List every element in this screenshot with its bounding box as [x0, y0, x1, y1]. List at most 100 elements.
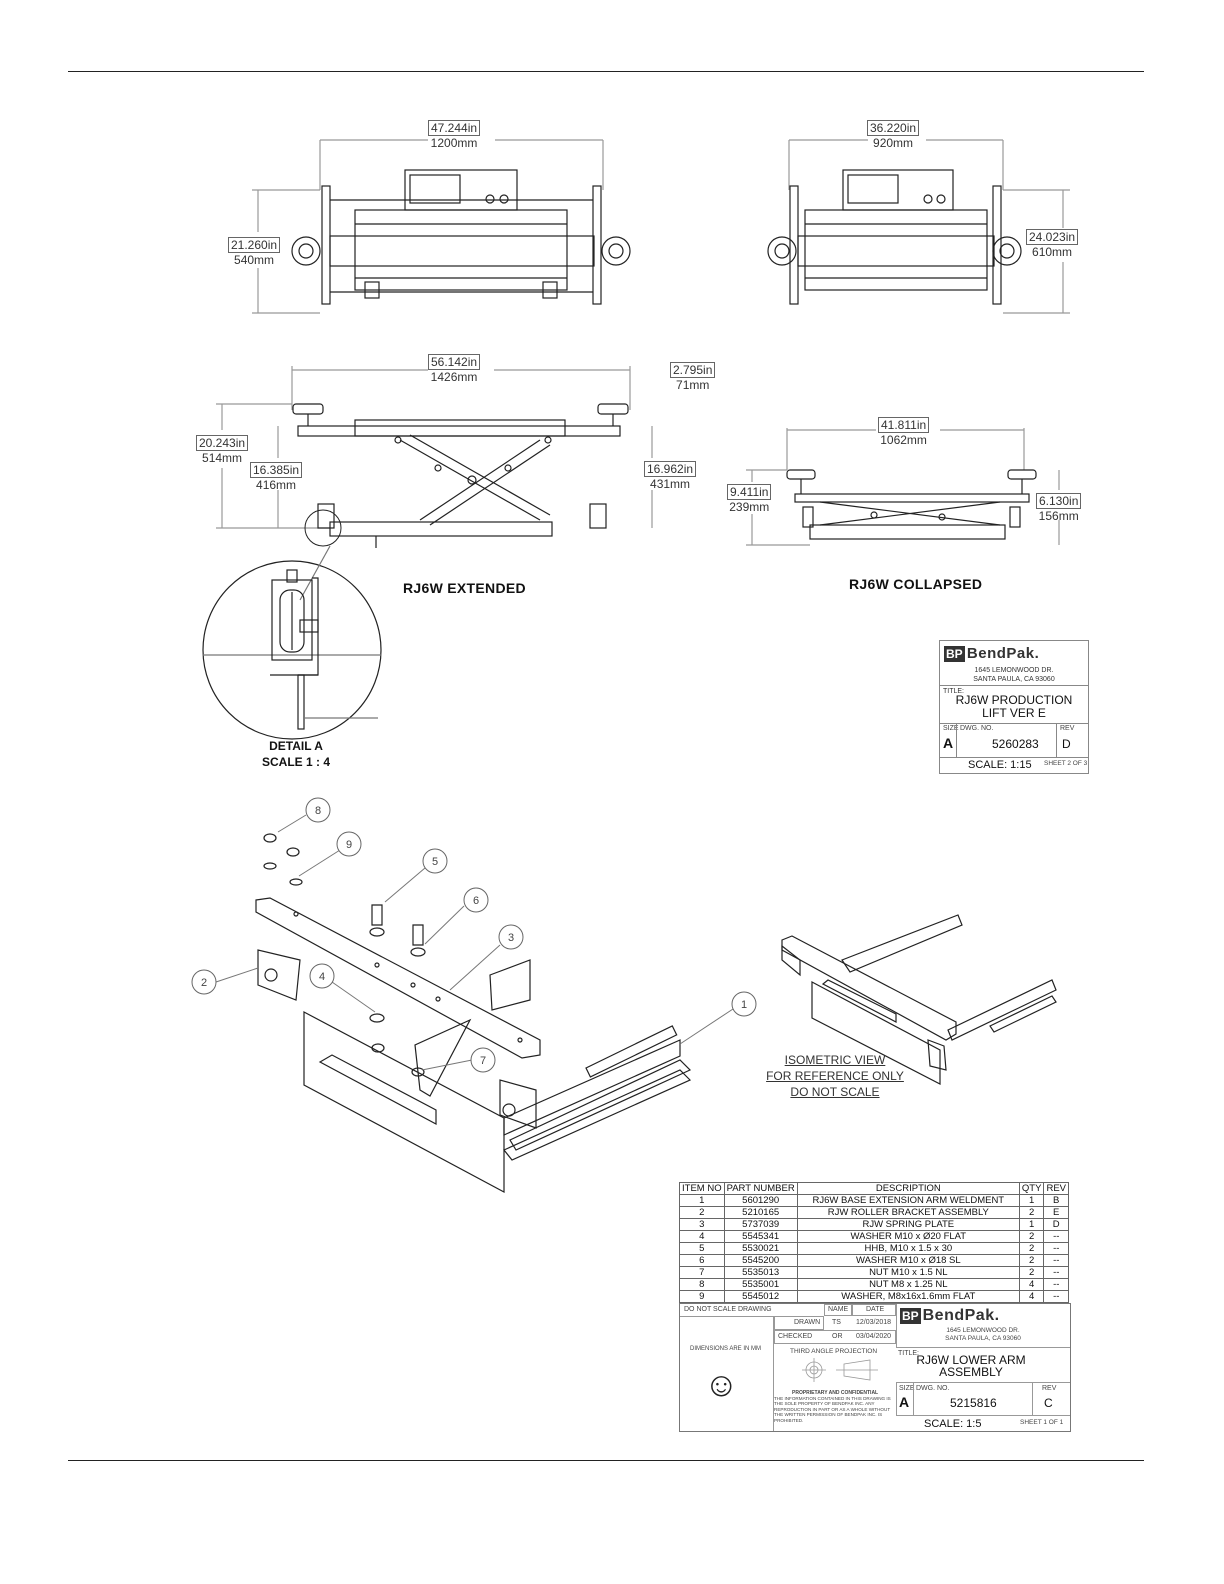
cell: WASHER M10 x Ø20 FLAT: [796, 1230, 1020, 1243]
drawn-name: TS: [832, 1319, 841, 1326]
dimensions-note: DIMENSIONS ARE IN MM: [690, 1346, 762, 1352]
do-not-scale-note: DO NOT SCALE DRAWING: [684, 1306, 772, 1313]
cell: 5737039: [723, 1218, 798, 1231]
dim-value-in: 24.023in: [1026, 229, 1079, 245]
title-label: TITLE:: [898, 1350, 920, 1357]
cell: 1: [679, 1194, 725, 1207]
title-line: RJ6W PRODUCTION: [955, 693, 1073, 707]
projection-note: THIRD ANGLE PROJECTION: [790, 1348, 878, 1355]
dim-value-in: 9.411in: [727, 484, 772, 500]
dim-top-extended-height: 21.260in 540mm: [228, 237, 281, 267]
dim-value-in: 2.795in: [670, 362, 716, 378]
parts-list-table: ITEM NO PART NUMBER DESCRIPTION QTY REV …: [679, 1182, 1069, 1303]
name-label: NAME: [828, 1306, 849, 1313]
balloon-label: 2: [201, 977, 207, 989]
balloon-label: 1: [741, 999, 747, 1011]
dim-value-mm: 540mm: [234, 253, 275, 267]
checked-date: 03/04/2020: [856, 1333, 892, 1340]
header-item-no: ITEM NO: [679, 1182, 725, 1195]
bendpak-logo: BP BendPak.: [944, 645, 1040, 662]
drawing-title: RJ6W LOWER ARM ASSEMBLY: [896, 1354, 1046, 1378]
balloon-1: [731, 991, 757, 1017]
isometric-note-line: ISOMETRIC VIEW: [784, 1053, 886, 1067]
cell: HHB, M10 x 1.5 x 30: [796, 1242, 1020, 1255]
balloon-4: [309, 963, 335, 989]
brand-name: BendPak.: [922, 1307, 1000, 1324]
address-line: SANTA PAULA, CA 93060: [973, 676, 1055, 683]
detail-scale: SCALE 1 : 4: [261, 755, 330, 769]
size-label: SIZE: [943, 725, 959, 732]
dim-value-mm: 1426mm: [430, 370, 478, 384]
drawn-label: DRAWN: [794, 1319, 821, 1326]
dwg-label: DWG. NO.: [960, 725, 994, 732]
cell: 2: [679, 1206, 725, 1219]
dim-value-in: 6.130in: [1036, 493, 1082, 509]
rev-value: C: [1044, 1396, 1053, 1410]
sheet-number: SHEET 2 OF 3: [1044, 760, 1088, 767]
dim-value-mm: 156mm: [1038, 509, 1079, 523]
cell: 5535001: [723, 1278, 798, 1291]
balloon-label: 9: [346, 839, 352, 851]
size-value: A: [899, 1394, 910, 1410]
balloon-label: 3: [508, 932, 514, 944]
dim-value-mm: 1200mm: [430, 136, 478, 150]
dim-side-collapsed-left: 9.411in 239mm: [727, 484, 772, 514]
dim-value-mm: 920mm: [873, 136, 914, 150]
dim-value-in: 20.243in: [196, 435, 249, 451]
dim-value-mm: 416mm: [256, 478, 297, 492]
dim-value-mm: 1062mm: [880, 433, 927, 447]
dim-value-mm: 431mm: [650, 477, 691, 491]
cell: RJW SPRING PLATE: [796, 1218, 1020, 1231]
detail-a-view: [202, 545, 382, 740]
dim-value-in: 56.142in: [428, 354, 481, 370]
label-rj6w-collapsed: RJ6W COLLAPSED: [849, 576, 983, 592]
address-line: 1645 LEMONWOOD DR.: [946, 1327, 1020, 1334]
title-block-sheet-2: BP BendPak. 1645 LEMONWOOD DR. SANTA PAU…: [939, 640, 1089, 774]
dim-value-mm: 514mm: [202, 451, 243, 465]
size-value: A: [943, 735, 954, 751]
dim-top-collapsed-height: 24.023in 610mm: [1026, 229, 1079, 259]
balloon-5: [422, 848, 448, 874]
cell: 2: [1018, 1266, 1045, 1279]
cell: 4: [1018, 1290, 1045, 1303]
balloon-label: 4: [319, 971, 325, 983]
drawn-date: 12/03/2018: [856, 1319, 892, 1326]
top-rule: [68, 71, 1144, 72]
cell: NUT M8 x 1.25 NL: [796, 1278, 1020, 1291]
dim-top-collapsed-width: 36.220in 920mm: [867, 120, 920, 150]
cell: 5545200: [723, 1254, 798, 1267]
cell: RJ6W BASE EXTENSION ARM WELDMENT: [796, 1194, 1020, 1207]
checked-name: OR: [832, 1333, 843, 1340]
cell: 1: [1018, 1218, 1045, 1231]
bendpak-logo: BP BendPak.: [900, 1307, 1000, 1324]
header-part-number: PART NUMBER: [723, 1182, 798, 1195]
dim-value-mm: 239mm: [729, 500, 770, 514]
cell: B: [1043, 1194, 1069, 1207]
top-view-collapsed: [767, 139, 1070, 314]
table-header-row: ITEM NO PART NUMBER DESCRIPTION QTY REV: [679, 1182, 1069, 1195]
dim-value-in: 47.244in: [428, 120, 481, 136]
cell: D: [1043, 1218, 1069, 1231]
size-label: SIZE: [899, 1385, 915, 1392]
title-line: ASSEMBLY: [939, 1365, 1003, 1379]
proprietary-title: PROPRIETARY AND CONFIDENTIAL: [792, 1390, 879, 1396]
cell: 6: [679, 1254, 725, 1267]
cell: --: [1043, 1278, 1069, 1291]
dim-top-extended-width: 47.244in 1200mm: [428, 120, 481, 150]
label-detail-a: DETAIL A SCALE 1 : 4: [244, 738, 348, 770]
drawing-title: RJ6W PRODUCTION LIFT VER E: [940, 694, 1088, 720]
isometric-reference-view: [781, 914, 1057, 1085]
cell: 5601290: [723, 1194, 798, 1207]
dim-side-extended-right: 16.962in 431mm: [644, 461, 697, 491]
proprietary-text: THE INFORMATION CONTAINED IN THIS DRAWIN…: [774, 1396, 891, 1423]
label-rj6w-extended: RJ6W EXTENDED: [403, 580, 526, 596]
cell: 5530021: [723, 1242, 798, 1255]
balloon-3: [498, 924, 524, 950]
title-block-sheet-1: DO NOT SCALE DRAWING DIMENSIONS ARE IN M…: [679, 1303, 1071, 1432]
dim-side-extended-width: 56.142in 1426mm: [428, 354, 481, 384]
